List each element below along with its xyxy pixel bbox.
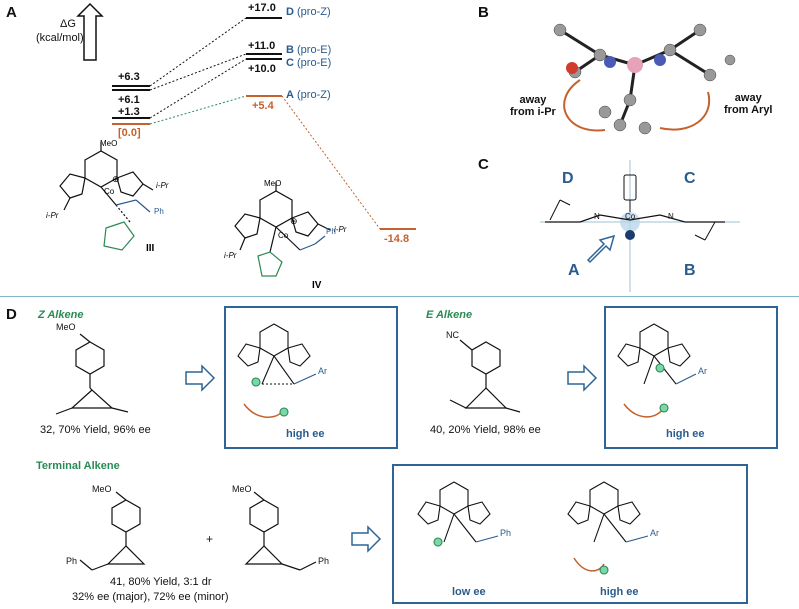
ar-label: Ar [698,366,707,376]
connector [149,53,247,91]
level-value: +5.4 [252,100,274,112]
ar-label: Ar [318,366,327,376]
panel-a-letter: A [6,4,17,21]
ipr-label: i-Pr [156,181,169,190]
level-value: +17.0 [248,2,276,14]
level-value: [0.0] [118,127,141,139]
n-label: N [594,212,600,221]
panel-divider [0,296,799,297]
panel-c-letter: C [478,156,489,173]
nc-label: NC [446,330,459,340]
axis-unit: (kcal/mol) [36,32,84,44]
level-value: +10.0 [248,63,276,75]
meo-label: MeO [100,139,117,148]
quadrant-diagram [540,160,740,292]
structure-iv [234,182,331,277]
structure-iv-label: IV [312,280,322,291]
high-ee-label: high ee [286,428,325,440]
ts-box-terminal [392,464,748,604]
level-value: +11.0 [248,40,276,52]
ts-terminal-high [567,481,649,572]
ph-label: Ph [154,207,164,216]
meo-label: MeO [232,484,252,494]
level-label: A (pro-Z) [286,89,331,101]
away-from-ipr: away from i-Pr [510,94,556,118]
connector [281,95,381,230]
ts-box-e [604,306,778,449]
quadrant-d: D [562,170,574,187]
3d-structure [553,23,736,135]
co-label: Co [625,212,636,221]
high-ee-label: high ee [600,586,639,598]
substrate-structures [55,333,598,571]
quadrant-a: A [568,262,580,279]
connector [149,95,247,125]
ph-label: Ph [500,528,512,538]
panel-d-letter: D [6,306,17,323]
ipr-label: i-Pr [46,211,59,220]
ts-e [617,323,697,418]
compound-40-caption: 40, 20% Yield, 98% ee [430,424,541,436]
meo-label: MeO [56,322,76,332]
meo-label: MeO [92,484,112,494]
charge-label: ⊕ [290,216,298,226]
terminal-alkene-title: Terminal Alkene [36,460,120,472]
structure-iii [59,142,154,251]
ph-label: Ph [326,227,336,236]
plus-sign: + [206,532,214,546]
co-label: Co [104,187,115,196]
energy-axis-arrow [76,2,104,61]
meo-label: MeO [264,179,281,188]
axis-symbol: ΔG [60,18,76,30]
level-value: -14.8 [384,233,410,245]
level-label: D (pro-Z) [286,6,331,18]
ipr-label: i-Pr [224,251,237,260]
level-value: +6.3 [118,71,140,83]
ph-label: Ph [66,556,78,566]
ph-label: Ph [318,556,330,566]
high-ee-label: high ee [666,428,705,440]
ts-z [237,323,317,418]
ts-structures [237,323,697,575]
structure-iii-label: III [146,243,155,254]
ipr-label: i-Pr [334,225,347,234]
energy-diagram: MeO Co Ph i-Pr i-Pr ⊕ III MeO Co Ph i-Pr… [46,2,416,291]
connector [149,58,247,119]
level-label: B (pro-E) [286,44,332,56]
level-value: +1.3 [118,106,140,118]
ts-terminal-low [417,481,499,543]
compound-41-ee: 32% ee (major), 72% ee (minor) [72,591,229,603]
z-alkene-title: Z Alkene [38,309,84,321]
ts-box-z [224,306,398,449]
quadrant-b: B [684,262,696,279]
ar-label: Ar [650,528,659,538]
level-value: +6.1 [118,94,140,106]
compound-32-caption: 32, 70% Yield, 96% ee [40,424,151,436]
n-label: N [668,212,674,221]
level-label: C (pro-E) [286,57,332,69]
charge-label: ⊕ [112,174,120,184]
compound-41-caption: 41, 80% Yield, 3:1 dr [110,576,212,588]
panel-b-letter: B [478,4,489,21]
low-ee-label: low ee [452,586,486,598]
away-from-aryl: away from Aryl [724,92,773,116]
co-label: Co [278,231,289,240]
quadrant-c: C [684,170,696,187]
e-alkene-title: E Alkene [426,309,473,321]
connector [149,17,247,87]
